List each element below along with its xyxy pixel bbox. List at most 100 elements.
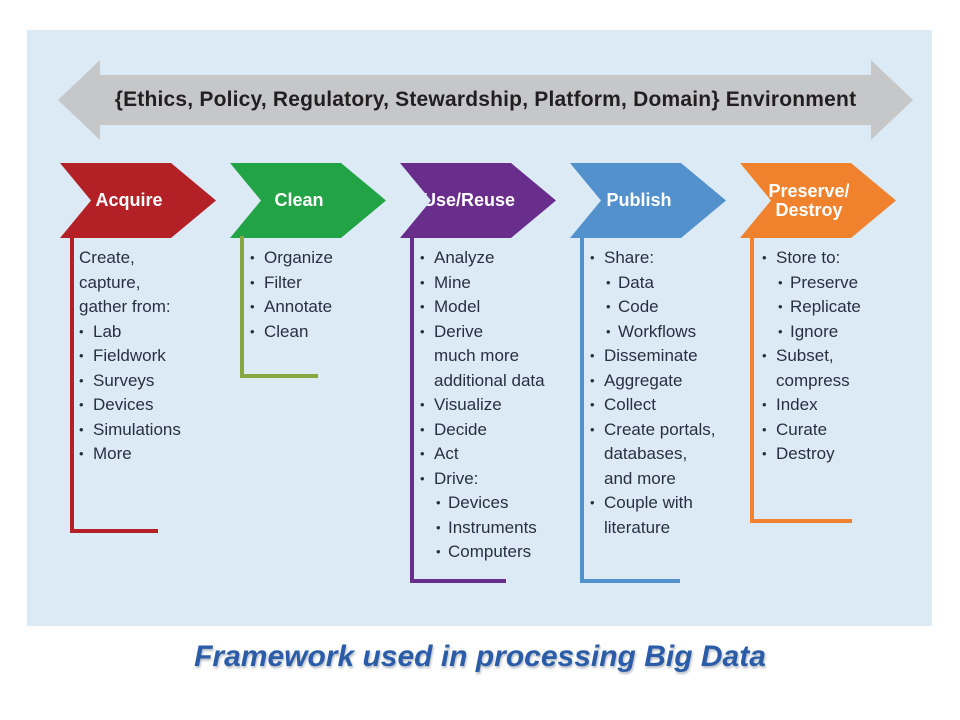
bullet-icon: • [762,348,767,363]
bullet-icon: • [79,323,84,339]
bullet-icon: • [778,299,783,314]
list-item-text: Annotate [264,297,333,316]
bullet-icon: • [436,544,441,559]
list-item: •Create portals, [590,418,752,443]
list-item: •Devices [420,491,582,516]
list-item-text: Mine [434,272,471,292]
publish-list: •Share:•Data•Code•Workflows•Disseminate•… [590,246,752,540]
list-item: •Destroy [762,442,924,467]
list-item-text: Visualize [434,395,502,414]
list-item: •Mine [420,271,582,296]
preserve-destroy-list: •Store to:•Preserve•Replicate•Ignore•Sub… [762,246,924,467]
list-item-text: Derive [434,321,484,341]
list-item: • Surveys [79,369,241,394]
acquire-bracket-line [70,236,74,533]
list-item: • Derive [420,320,582,345]
list-item: • Replicate [762,295,924,320]
list-item-text: Filter [264,272,302,292]
list-item: compress [776,370,850,390]
list-item: •Ignore [762,320,924,345]
bullet-icon: • [778,274,783,290]
bullet-icon: • [250,250,255,265]
list-item-text: Computers [448,542,532,561]
list-item-text: More [93,444,132,463]
bullet-icon: • [762,446,767,461]
bullet-icon: • [590,421,595,437]
list-item-text: Code [618,297,659,316]
list-item-text: Clean [264,321,309,341]
list-item: • Lab [79,320,241,345]
list-item-text: Replicate [790,297,861,316]
list-item: additional data [434,370,545,390]
list-item-text: Drive: [434,468,479,488]
list-item-text: Act [434,444,459,463]
list-item: and more [604,468,676,488]
list-item: •Visualize [420,393,582,418]
list-item-text: Simulations [93,419,181,439]
bullet-icon: • [79,372,84,388]
list-item: • Organize [250,246,412,271]
list-item-text: Index [776,395,818,414]
list-item: Create, [79,248,135,267]
list-item-text: Surveys [93,370,155,390]
use-reuse-bracket-line [410,579,506,583]
list-item-text: Decide [434,419,487,439]
list-item-text: Aggregate [604,370,683,390]
diagram-panel [27,30,932,626]
bullet-icon: • [250,323,255,339]
list-item: gather from: [79,297,171,316]
list-item: • Data [590,271,752,296]
bullet-icon: • [436,519,441,535]
list-item-text: Devices [93,395,154,414]
use-reuse-bracket-line [410,236,414,583]
bullet-icon: • [590,250,595,265]
clean-bracket-line [240,374,318,378]
list-item-text: Data [618,272,654,292]
list-item: • Store to: [762,246,924,271]
list-item-text: Couple with [604,493,693,512]
list-item: much more [434,346,520,365]
acquire-bracket-line [70,529,158,533]
bullet-icon: • [606,299,611,314]
list-item: • Devices [79,393,241,418]
preserve-destroy-arrow-label: Preserve/ Destroy [768,180,850,220]
list-item: •More [79,442,241,467]
acquire-arrow-label: Acquire [95,190,163,210]
bullet-icon: • [436,495,441,510]
list-item: databases, [604,444,688,463]
bullet-icon: • [590,397,595,412]
slide-caption: Framework used in processing Big Data [194,640,766,673]
bullet-icon: • [420,323,425,339]
bullet-icon: • [606,323,611,339]
list-item-text: Lab [93,321,122,341]
list-item: •Act [420,442,582,467]
publish-arrow-label: Publish [606,190,672,210]
list-item: •Disseminate [590,344,752,369]
environment-banner-text: {Ethics, Policy, Regulatory, Stewardship… [114,88,857,111]
list-item-text: Subset, [776,346,834,365]
list-item-text: Instruments [448,517,537,537]
bullet-icon: • [250,299,255,314]
list-item: • Subset, [762,344,924,369]
list-item-text: Ignore [790,321,839,341]
list-item-text: Disseminate [604,346,698,365]
preserve-destroy-bracket-line [750,519,852,523]
list-item-text: Workflows [618,321,697,341]
list-item-text: Organize [264,248,333,267]
list-item: • Annotate [250,295,412,320]
list-item: • Computers [420,540,582,565]
list-item: •Share: [590,246,752,271]
bullet-icon: • [79,397,84,412]
list-item: •Fieldwork [79,344,241,369]
bullet-icon: • [606,274,611,290]
list-item-text: Preserve [790,272,859,292]
list-item: • Clean [250,320,412,345]
list-item-text: Analyze [434,248,495,267]
list-item-text: Store to: [776,248,841,267]
publish-bracket-line [580,579,680,583]
list-item: • Preserve [762,271,924,296]
bullet-icon: • [420,421,425,437]
bullet-icon: • [762,250,767,265]
